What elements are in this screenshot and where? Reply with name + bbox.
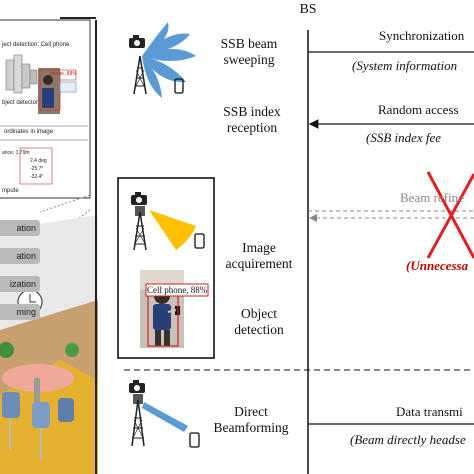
compute-label: mpute xyxy=(2,188,19,194)
msg-synchronization: Synchronization xyxy=(379,28,465,43)
msg-data-transmission: Data transmi xyxy=(396,404,463,419)
detector-label: bject detector xyxy=(2,100,39,106)
detector-diagram xyxy=(5,54,38,94)
sweeping-beams xyxy=(142,22,196,98)
stage-image-acquirement: Image acquirement xyxy=(225,240,293,271)
left-illustration-panel: ject detection: Cell phone bject detecto… xyxy=(0,0,98,474)
tower-icon-3 xyxy=(131,394,145,447)
phone-icon-1 xyxy=(174,78,184,94)
cross-icon xyxy=(426,171,474,259)
msg-beam-refinement: Beam refine xyxy=(400,190,464,205)
step-button-2: ation xyxy=(0,248,40,264)
msg-unnecessary: (Unnecessa xyxy=(406,258,469,273)
camera-icon-1 xyxy=(129,35,145,48)
metric-line-1: ance: 1.79m xyxy=(2,150,30,156)
step-button-4: ming xyxy=(0,304,40,320)
msg-random-access: Random access xyxy=(378,102,459,117)
detection-photo xyxy=(140,270,184,348)
inset-small-box-label: phone, 88% xyxy=(50,71,77,77)
camera-icon-2 xyxy=(131,192,147,205)
coords-label: ordinates in image xyxy=(4,129,54,135)
stage-ssb-index-reception: SSB index reception xyxy=(223,104,281,135)
phone-icon-3 xyxy=(189,432,200,448)
step-button-1: ation xyxy=(0,220,40,236)
stage-object-detection: Object detection xyxy=(234,306,284,337)
msg-ssb-index-feedback: (SSB index fee xyxy=(366,130,442,145)
camera-view-cone xyxy=(149,210,196,250)
msg-beam-directly: (Beam directly headse xyxy=(350,432,466,447)
inset-title: ject detection: Cell phone xyxy=(2,42,70,48)
tower-icon-1 xyxy=(133,55,147,95)
msg-system-information: (System information xyxy=(352,58,458,73)
metric-line-4: -32.4° xyxy=(30,174,44,180)
step-button-3: ization xyxy=(0,276,40,292)
bs-label: BS xyxy=(299,2,317,17)
camera-icon-3 xyxy=(129,380,145,393)
tower-icon-2 xyxy=(133,206,147,251)
phone-icon-2 xyxy=(194,233,205,249)
detection-label-box xyxy=(145,283,209,297)
vision-stage-frame xyxy=(117,177,215,359)
direct-beam xyxy=(142,402,188,432)
metric-line-2: 2.4 deg xyxy=(30,158,47,164)
stage-ssb-beam-sweeping: SSB beam sweeping xyxy=(220,36,278,67)
detection-box-label: Cell phone, 88% xyxy=(147,285,208,295)
stage-direct-beamforming: Direct Beamforming xyxy=(213,404,289,435)
metric-line-3: -25.7° xyxy=(30,166,44,172)
